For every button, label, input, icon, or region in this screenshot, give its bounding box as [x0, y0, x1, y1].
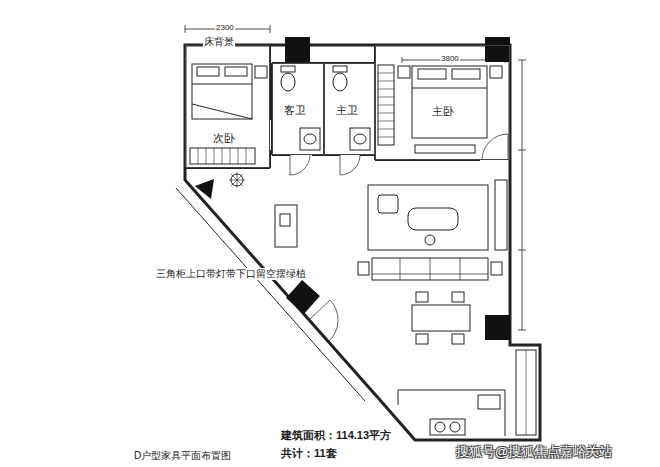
armchair [378, 195, 398, 213]
desk [408, 208, 458, 230]
burner [450, 422, 460, 432]
column [485, 37, 510, 62]
stove [430, 419, 465, 435]
pillow [418, 69, 446, 79]
plan-note: 共计：11套 [280, 447, 338, 460]
kitchen-counter [398, 390, 505, 436]
room-outline: 客卫 [272, 63, 324, 155]
room-outline: 次卧 [185, 45, 270, 168]
drawing-title: D户型家具平面布置图 [133, 450, 232, 462]
plant-leaves [229, 172, 245, 188]
room-name: 主卫 [335, 104, 359, 117]
side-table [358, 262, 369, 275]
burner [435, 422, 445, 432]
room-name: 主卧 [431, 105, 455, 118]
wall-line [176, 188, 365, 401]
window-mark [195, 179, 214, 199]
rug [368, 185, 488, 250]
toilet [281, 73, 295, 91]
plan-note: 2300 [215, 23, 235, 33]
exterior-wall [185, 45, 540, 440]
toilet [333, 73, 347, 91]
bay-window-line [526, 350, 527, 435]
chair [416, 334, 428, 344]
column [485, 315, 510, 340]
chair [452, 334, 464, 344]
sofa-cushions [372, 258, 488, 280]
tv-bench [415, 145, 475, 153]
basin [354, 134, 366, 144]
pillow [452, 69, 480, 79]
plan-note: 建筑面积：114.13平方 [280, 429, 392, 442]
chair [452, 292, 464, 302]
chair [280, 214, 290, 226]
toilet-tank [281, 66, 295, 72]
nightstand [490, 66, 502, 78]
plan-note: 三角柜上口带灯带下口留空摆绿植 [155, 268, 307, 280]
column [286, 280, 320, 314]
bed [412, 66, 487, 138]
plan-note: 床背景 [203, 36, 235, 48]
blanket [412, 88, 487, 89]
dimension-line [518, 60, 526, 330]
pillow [197, 67, 219, 76]
room-name: 次卧 [212, 132, 236, 145]
door-swing [340, 155, 360, 175]
room-outline: 主卫 [324, 63, 375, 155]
wardrobe-hatch [378, 73, 394, 137]
plan-lines [176, 25, 540, 440]
chair [416, 292, 428, 302]
interior-wall [185, 45, 480, 168]
stool [425, 235, 435, 245]
columns [195, 37, 510, 340]
toilet-tank [333, 66, 347, 72]
wardrobe-hatch [198, 148, 246, 164]
door-swing [482, 134, 508, 160]
sofa [372, 258, 488, 280]
side-table [491, 262, 502, 275]
sink [300, 128, 320, 150]
tv-cabinet [275, 205, 297, 247]
pillow [225, 67, 247, 76]
nightstand [398, 66, 410, 78]
bay-window [516, 350, 536, 435]
blanket [192, 84, 252, 119]
column [285, 37, 310, 62]
sink [350, 128, 370, 150]
door-swing [290, 155, 310, 175]
kitchen-sink [478, 395, 500, 409]
basin [304, 134, 316, 144]
plan-note: 3800 [440, 54, 460, 64]
cabinet [495, 180, 507, 250]
dining-table [412, 305, 470, 331]
watermark: 搜狐号@搜狐焦点嘉峪关站 [455, 444, 613, 460]
nightstand [255, 66, 267, 78]
bed [192, 64, 252, 119]
room-name: 客卫 [283, 104, 307, 117]
wardrobe [378, 65, 394, 145]
wardrobe [190, 148, 255, 164]
door-swing [309, 300, 338, 342]
